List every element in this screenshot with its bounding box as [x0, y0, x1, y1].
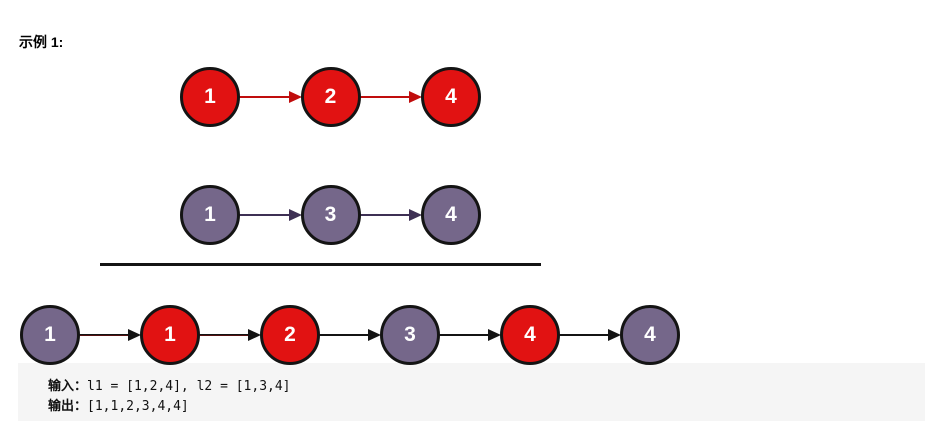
- output-line: 输出：[1,1,2,3,4,4]: [48, 396, 915, 416]
- next-pointer-arrow: [239, 89, 302, 105]
- arrow-line: [359, 95, 410, 99]
- arrow-line: [359, 213, 410, 217]
- input-label: 输入：: [48, 378, 88, 393]
- list-node: 4: [421, 185, 481, 245]
- arrow-line: [439, 333, 489, 337]
- next-pointer-arrow: [239, 207, 302, 223]
- arrow-head-icon: [409, 209, 422, 221]
- output-value: [1,1,2,3,4,4]: [87, 399, 189, 414]
- next-pointer-arrow: [199, 327, 261, 343]
- next-pointer-arrow: [359, 89, 422, 105]
- list-node: 1: [140, 305, 200, 365]
- list-node: 4: [500, 305, 560, 365]
- list-node: 2: [300, 67, 361, 127]
- arrow-head-icon: [288, 91, 302, 103]
- arrow-head-icon: [409, 91, 422, 103]
- list-node: 3: [380, 305, 440, 365]
- next-pointer-arrow: [319, 327, 381, 343]
- arrow-head-icon: [368, 329, 381, 341]
- divider-line: [100, 263, 541, 266]
- next-pointer-arrow: [359, 207, 422, 223]
- node-value: 1: [204, 85, 216, 108]
- input-line: 输入：l1 = [1,2,4], l2 = [1,3,4]: [48, 376, 915, 396]
- list-node: 4: [421, 67, 481, 127]
- node-value: 2: [324, 85, 337, 108]
- next-pointer-arrow: [559, 327, 621, 343]
- arrow-head-icon: [248, 329, 261, 341]
- output-label: 输出：: [48, 398, 88, 413]
- node-value: 4: [644, 323, 656, 346]
- list-node: 3: [300, 185, 361, 245]
- input-value: l1 = [1,2,4], l2 = [1,3,4]: [87, 379, 291, 394]
- list-node: 4: [620, 305, 680, 365]
- arrow-head-icon: [608, 329, 621, 341]
- node-value: 1: [204, 203, 216, 226]
- io-block: 输入：l1 = [1,2,4], l2 = [1,3,4] 输出：[1,1,2,…: [18, 363, 925, 421]
- list-node: 2: [260, 305, 320, 365]
- node-value: 3: [324, 203, 337, 226]
- example-label: 示例 1:: [19, 34, 64, 50]
- next-pointer-arrow: [79, 327, 141, 343]
- node-value: 4: [445, 85, 457, 108]
- list-node: 1: [20, 305, 80, 365]
- arrow-line: [239, 95, 290, 99]
- arrow-line: [239, 213, 290, 217]
- list-node: 1: [180, 67, 240, 127]
- list-node: 1: [180, 185, 240, 245]
- arrow-line: [79, 333, 129, 337]
- node-value: 3: [404, 323, 416, 346]
- node-value: 1: [44, 323, 56, 346]
- node-value: 1: [164, 323, 176, 346]
- arrow-head-icon: [288, 209, 302, 221]
- node-value: 4: [445, 203, 457, 226]
- node-value: 4: [524, 323, 536, 346]
- arrow-line: [319, 333, 369, 337]
- arrow-head-icon: [488, 329, 501, 341]
- next-pointer-arrow: [439, 327, 501, 343]
- arrow-line: [559, 333, 609, 337]
- arrow-head-icon: [128, 329, 141, 341]
- node-value: 2: [284, 323, 296, 346]
- arrow-line: [199, 333, 249, 337]
